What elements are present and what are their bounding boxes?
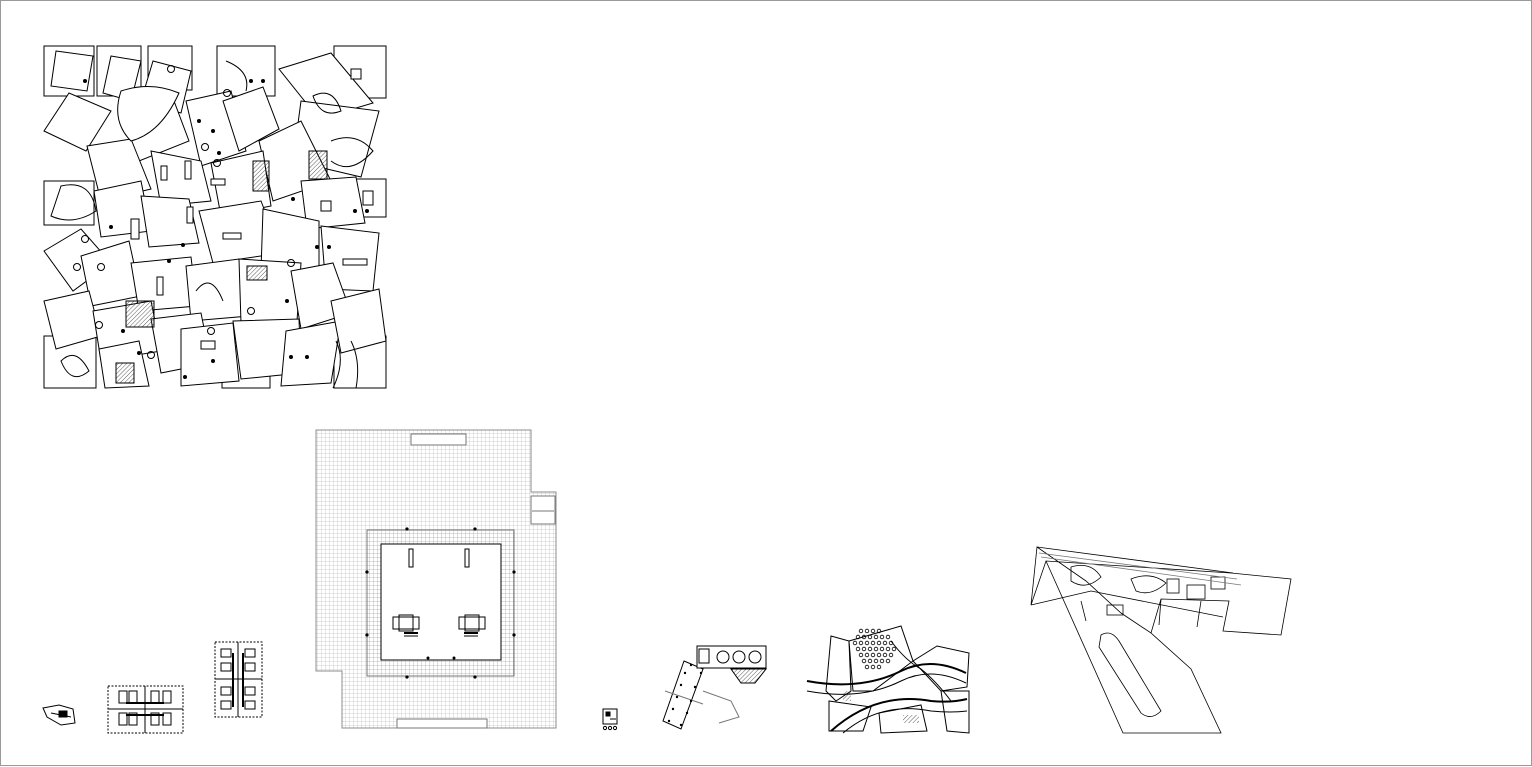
hall-columns: [365, 527, 516, 679]
angled-building-columns: [667, 663, 703, 727]
curved-site-plan: [806, 625, 970, 734]
four-unit-housing-plan: [107, 685, 184, 734]
collage-plan: [43, 45, 387, 389]
angled-building-plan: [662, 645, 768, 730]
collage-columns: [83, 79, 369, 379]
small-pavilion-plan: [602, 708, 618, 731]
collage-round-columns: [73, 65, 295, 359]
curved-site-dot-grid: [852, 628, 897, 670]
tiny-house-plan: [42, 704, 76, 726]
large-gridded-hall-plan: [315, 429, 557, 729]
large-site-plan: [1030, 546, 1292, 734]
hall-inner-details: [392, 548, 486, 637]
tower-housing-plan: [214, 641, 263, 718]
